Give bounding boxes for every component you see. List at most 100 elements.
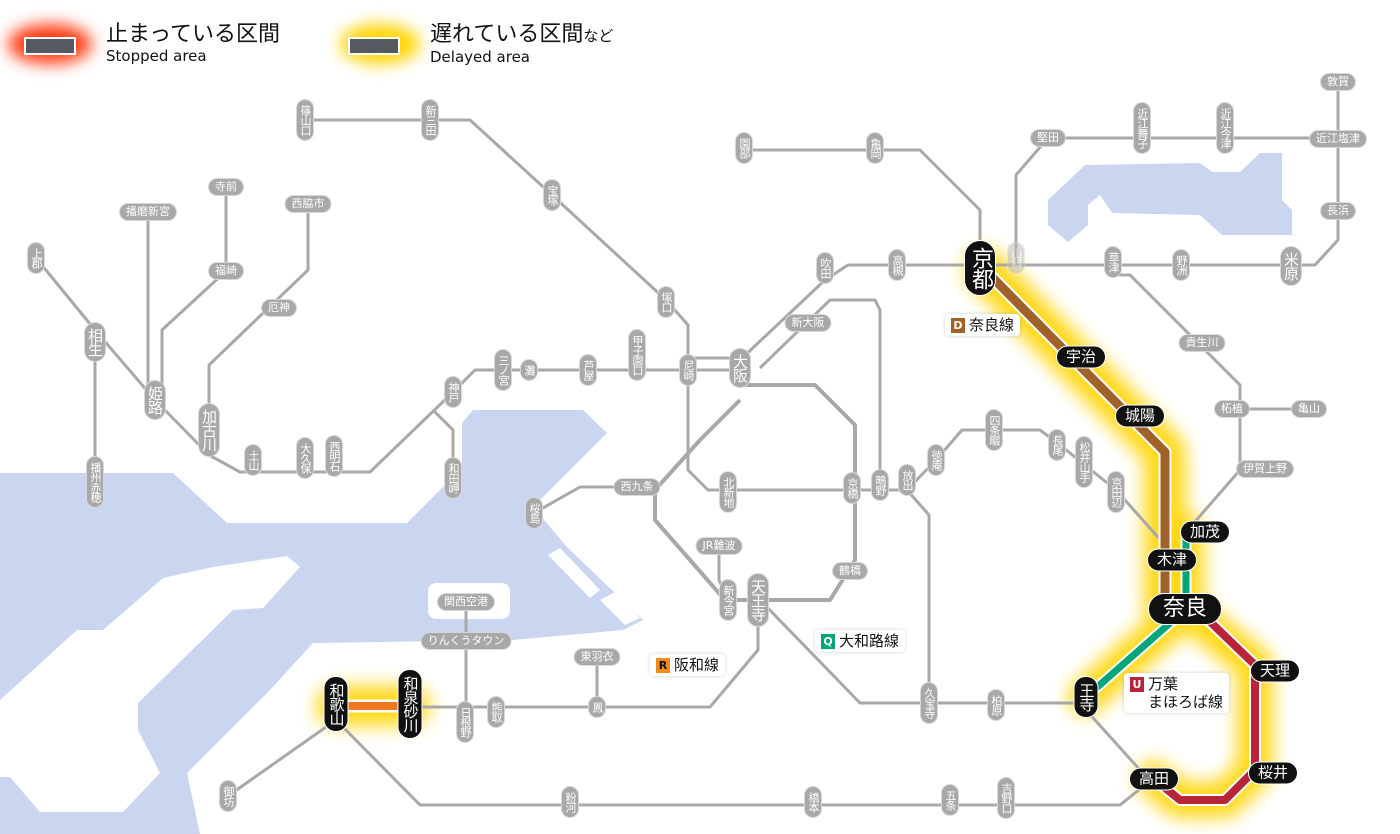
station-yasu: 野洲 [1172,249,1190,281]
station-omishiotsu: 近江塩津 [1309,130,1367,148]
manyo-mahoroba-line[interactable] [1151,609,1259,804]
line-label-hanwa[interactable]: R 阪和線 [650,654,726,676]
station-koshienguchi: 甲子園口 [628,329,646,381]
water [0,153,1292,834]
station-kobe: 神戸 [444,376,462,408]
station-shijonawate: 四条畷 [985,409,1003,451]
station-nishikujo: 西九条 [613,478,661,496]
station-hanaten: 放出 [898,464,916,496]
station-uji[interactable]: 宇治 [1055,345,1107,369]
station-wadamisaki: 和田岬 [444,457,462,499]
station-shinosaka: 新大阪 [784,314,832,332]
station-kusatsu: 草津 [1104,246,1122,278]
station-kameoka: 亀岡 [866,132,884,164]
line-label-nara[interactable]: D 奈良線 [945,314,1021,336]
station-kokawa: 粉河 [561,786,579,818]
station-shinsanda: 新三田 [421,99,439,141]
line-name-2: まほろば線 [1148,693,1224,711]
station-nishiwakishi: 西脇市 [284,195,332,213]
stopped-label-en: Stopped area [106,47,207,65]
station-sannomiya: 三ノ宮 [494,349,512,391]
station-kamigori: 上郡 [27,242,45,274]
port-pier [548,548,600,598]
delayed-label-jp: 遅れている区間 [430,22,584,47]
port-pier [600,592,640,625]
station-nishiakashi: 西明石 [325,435,343,477]
station-tsuge: 柘植 [1214,400,1250,418]
line-code-badge: Q [821,634,835,649]
station-sakurai[interactable]: 桜井 [1247,761,1299,785]
station-kyobashi: 京橋 [843,472,861,504]
station-joyo[interactable]: 城陽 [1114,404,1166,428]
line-code-badge: D [951,318,965,333]
station-omiimazu: 近江今津 [1216,102,1234,154]
station-hashimoto: 橋本 [804,786,822,818]
station-shinimamiya: 新今宮 [719,579,737,621]
awaji-island [0,556,300,812]
station-katata: 堅田 [1030,129,1066,147]
station-nada: 灘 [520,359,538,381]
station-takarazuka: 宝塚 [543,179,561,211]
station-nagahama: 長浜 [1320,202,1356,220]
station-takatsuki: 高槻 [888,249,906,281]
legend-delayed: 遅れている区間など Delayed area [330,22,613,72]
station-banshuako: 播州赤穂 [86,456,104,508]
station-izumisunagawa[interactable]: 和泉砂川 [397,669,423,739]
station-matsuiyamate: 松井山手 [1075,436,1093,488]
line-name: 奈良線 [969,316,1015,334]
station-wakayama[interactable]: 和歌山 [323,676,349,732]
station-kyuhoji: 久宝寺 [920,682,938,724]
station-okubo: 大久保 [296,437,314,479]
station-tenri[interactable]: 天理 [1249,659,1301,683]
station-teramae: 寺前 [208,178,244,196]
delayed-label-suffix: など [583,27,614,45]
station-fukusaki: 福崎 [208,262,244,280]
station-kyoto[interactable]: 京都 [964,240,996,296]
station-jrnamba: JR難波 [695,537,743,555]
station-yoshinoguchi: 吉野口 [997,777,1015,819]
line-code-badge: R [656,658,670,673]
station-tsuruga: 敦賀 [1320,73,1356,91]
station-gobo: 御坊 [219,780,237,812]
station-yamashina: 山科 [1007,242,1025,274]
line-name: 阪和線 [674,656,720,674]
station-otori: 鳳 [588,696,606,718]
line-label-manyo-mahoroba[interactable]: U 万葉まほろば線 [1124,673,1230,713]
station-omimaiko: 近江舞子 [1133,102,1151,154]
station-nara[interactable]: 奈良 [1147,593,1223,625]
station-himeji: 姫路 [144,380,166,420]
station-maibara: 米原 [1280,246,1302,286]
line-label-yamatoji[interactable]: Q 大和路線 [815,630,906,652]
station-kashiwara: 柏原 [987,689,1005,721]
station-sonobe: 園部 [735,132,753,164]
station-oji[interactable]: 王寺 [1073,676,1099,718]
station-hineno: 日根野 [456,701,474,743]
osaka-bay [0,410,643,834]
station-sasayamaguchi: 篠山口 [296,99,314,141]
station-osaka: 大阪 [729,348,751,388]
station-takada[interactable]: 高田 [1128,767,1180,791]
station-tennoji: 天王寺 [747,573,769,627]
station-higashihagoromo: 東羽衣 [573,648,621,666]
stopped-label-jp: 止まっている区間 [106,22,281,47]
station-gojo: 五条 [941,784,959,816]
station-yakujin: 厄神 [261,299,297,317]
station-tsukaguchi: 塚口 [657,286,675,318]
line-name: 大和路線 [839,632,900,650]
station-kitashinchi: 北新地 [719,471,737,513]
station-kibukawa: 貴生川 [1178,334,1226,352]
station-kansaiairport: 関西空港 [437,593,495,611]
station-amagasaki: 尼崎 [679,354,697,386]
station-kizu[interactable]: 木津 [1146,548,1198,572]
lake-biwa [1048,153,1292,242]
station-kamo[interactable]: 加茂 [1179,520,1231,544]
delayed-label-en: Delayed area [430,48,530,66]
station-suita: 吹田 [816,252,834,284]
line-code-badge: U [1130,677,1144,692]
station-tsuchiyama: 土山 [244,444,262,476]
station-aioi: 相生 [84,322,106,362]
station-tsuruhashi: 鶴橋 [832,562,868,580]
station-harimashingu: 播磨新宮 [119,203,177,221]
station-igaueno: 伊賀上野 [1236,460,1294,478]
station-tokuan: 徳庵 [927,444,945,476]
